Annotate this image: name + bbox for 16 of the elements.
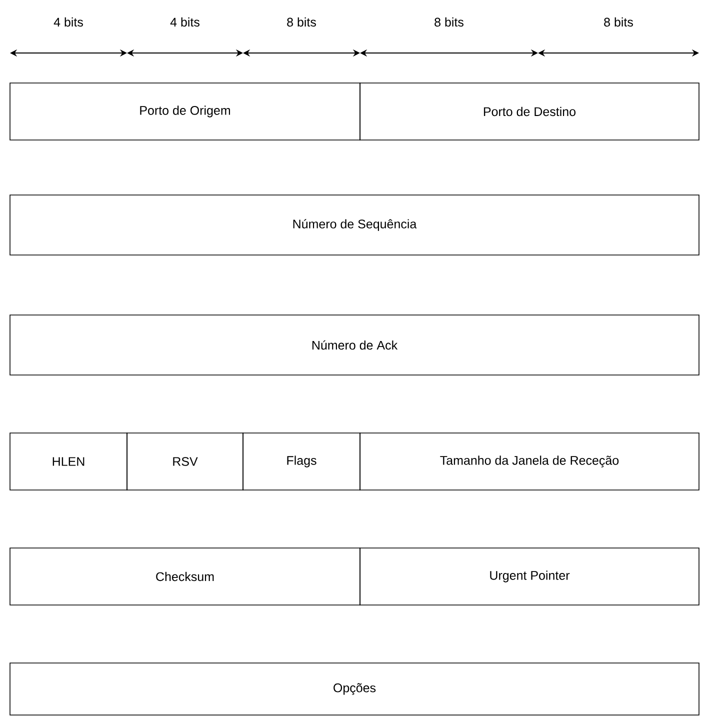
field-box: Flags [242,432,360,490]
field-box: Opções [10,662,700,716]
dimension-label: 4 bits [54,17,83,27]
dimension-label: 4 bits [170,17,200,27]
dimension-label: 8 bits [434,17,464,27]
field-box: Tamanho da Janela de Receção [360,432,700,490]
field-box: RSV [126,432,244,490]
field-box: Urgent Pointer [360,548,700,606]
field-box: Porto de Destino [360,82,700,140]
field-box: Número de Ack [10,314,700,376]
dimension-label: 8 bits [604,17,633,27]
field-box: Porto de Origem [10,82,360,140]
field-box: HLEN [10,432,128,490]
field-box: Número de Sequência [10,194,700,256]
field-box: Checksum [10,548,360,606]
dimension-label: 8 bits [287,17,316,27]
